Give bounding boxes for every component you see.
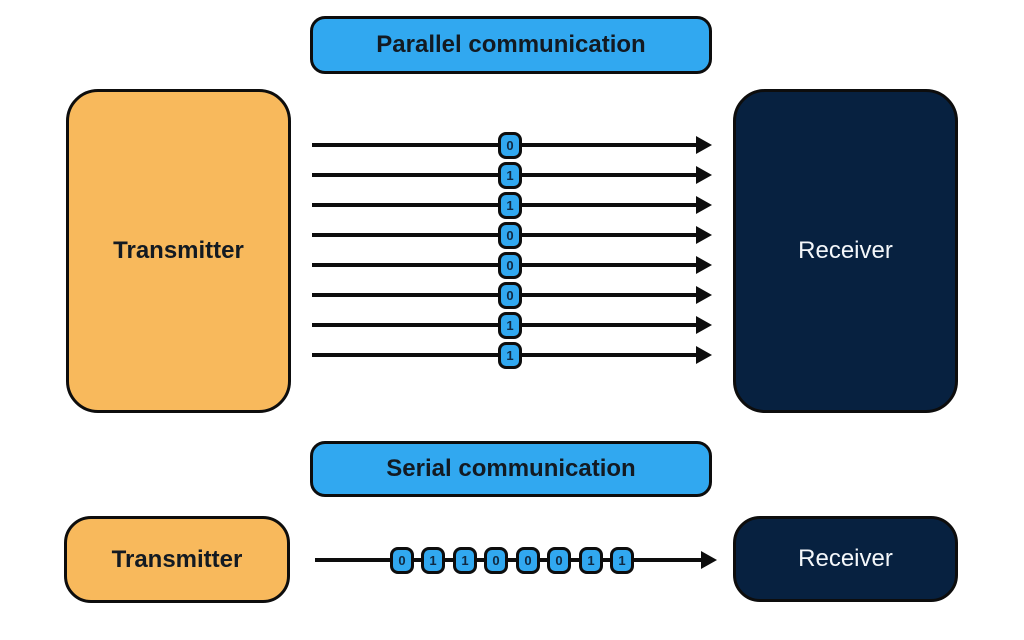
parallel-receiver-label: Receiver	[798, 237, 893, 264]
parallel-bus-arrow: 1	[312, 311, 712, 339]
bit-badge: 0	[498, 252, 522, 279]
parallel-bus-arrow: 1	[312, 161, 712, 189]
serial-receiver-label: Receiver	[798, 545, 893, 572]
bit-badge: 0	[390, 547, 414, 574]
bit-badge: 1	[453, 547, 477, 574]
parallel-receiver-box: Receiver	[733, 89, 958, 413]
parallel-bus-arrow: 0	[312, 281, 712, 309]
bit-badge: 1	[421, 547, 445, 574]
serial-communication-title: Serial communication	[310, 441, 712, 497]
serial-receiver-box: Receiver	[733, 516, 958, 602]
bit-badge: 1	[498, 162, 522, 189]
parallel-bus-arrow: 0	[312, 251, 712, 279]
bit-badge: 0	[498, 132, 522, 159]
bit-badge: 1	[579, 547, 603, 574]
bit-badge: 0	[547, 547, 571, 574]
parallel-arrowhead-icon	[696, 136, 712, 154]
parallel-communication-title: Parallel communication	[310, 16, 712, 74]
bit-badge: 1	[610, 547, 634, 574]
serial-arrowhead-icon	[701, 551, 717, 569]
serial-wire	[315, 558, 703, 562]
bit-badge: 0	[516, 547, 540, 574]
parallel-bus-arrow: 1	[312, 191, 712, 219]
bit-badge: 1	[498, 342, 522, 369]
bit-badge: 1	[498, 312, 522, 339]
parallel-title-label: Parallel communication	[376, 31, 646, 58]
parallel-transmitter-box: Transmitter	[66, 89, 291, 413]
parallel-bus-arrow: 0	[312, 131, 712, 159]
parallel-arrowhead-icon	[696, 346, 712, 364]
bit-badge: 0	[498, 222, 522, 249]
parallel-arrowhead-icon	[696, 226, 712, 244]
parallel-bus-arrow: 1	[312, 341, 712, 369]
bit-badge: 0	[484, 547, 508, 574]
parallel-arrowhead-icon	[696, 166, 712, 184]
bit-badge: 0	[498, 282, 522, 309]
parallel-transmitter-label: Transmitter	[113, 237, 244, 264]
parallel-arrowhead-icon	[696, 316, 712, 334]
parallel-arrowhead-icon	[696, 256, 712, 274]
parallel-bus-arrow: 0	[312, 221, 712, 249]
bit-badge: 1	[498, 192, 522, 219]
parallel-arrowhead-icon	[696, 196, 712, 214]
serial-transmitter-box: Transmitter	[64, 516, 290, 603]
parallel-arrowhead-icon	[696, 286, 712, 304]
serial-transmitter-label: Transmitter	[111, 545, 243, 573]
serial-title-label: Serial communication	[386, 455, 636, 482]
